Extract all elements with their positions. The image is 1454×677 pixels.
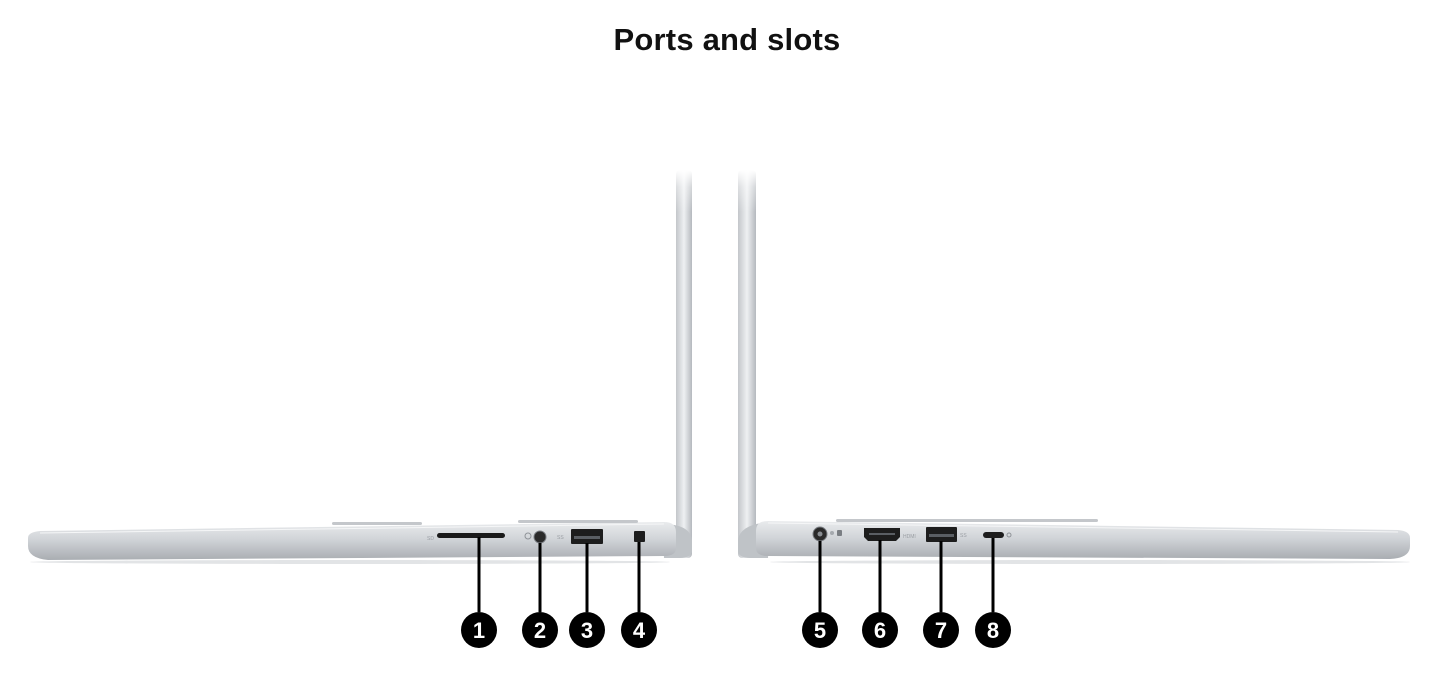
usb-c-port [983, 532, 1004, 538]
security-lock-slot [634, 531, 645, 542]
svg-text:1: 1 [473, 618, 485, 643]
page-title: Ports and slots [613, 22, 841, 57]
callout-2: 2 [522, 612, 558, 648]
svg-text:4: 4 [633, 618, 646, 643]
battery-icon [837, 530, 842, 536]
headset-icon [524, 532, 532, 540]
callout-3: 3 [569, 612, 605, 648]
svg-text:2: 2 [534, 618, 546, 643]
callouts [477, 537, 995, 612]
laptop-left: SD SS [28, 170, 692, 564]
laptop-left-base [28, 522, 676, 560]
sd-card-slot [437, 533, 505, 538]
svg-text:8: 8 [987, 618, 999, 643]
laptop-right-base [756, 521, 1410, 559]
svg-text:6: 6 [874, 618, 886, 643]
svg-text:3: 3 [581, 618, 593, 643]
callout-8: 8 [975, 612, 1011, 648]
callout-6: 6 [862, 612, 898, 648]
hdmi-label: HDMI [903, 534, 916, 540]
callout-5: 5 [802, 612, 838, 648]
svg-text:5: 5 [814, 618, 826, 643]
power-led-icon [830, 531, 834, 535]
svg-text:7: 7 [935, 618, 947, 643]
usb-c-icon [1006, 532, 1012, 538]
usb-a-label-right: SS [960, 533, 967, 539]
sd-slot-label: SD [427, 536, 434, 542]
laptop-right: HDMI SS [738, 170, 1410, 564]
callout-4: 4 [621, 612, 657, 648]
callout-7: 7 [923, 612, 959, 648]
audio-jack [533, 530, 547, 544]
usb-a-label-left: SS [557, 535, 564, 541]
callout-1: 1 [461, 612, 497, 648]
